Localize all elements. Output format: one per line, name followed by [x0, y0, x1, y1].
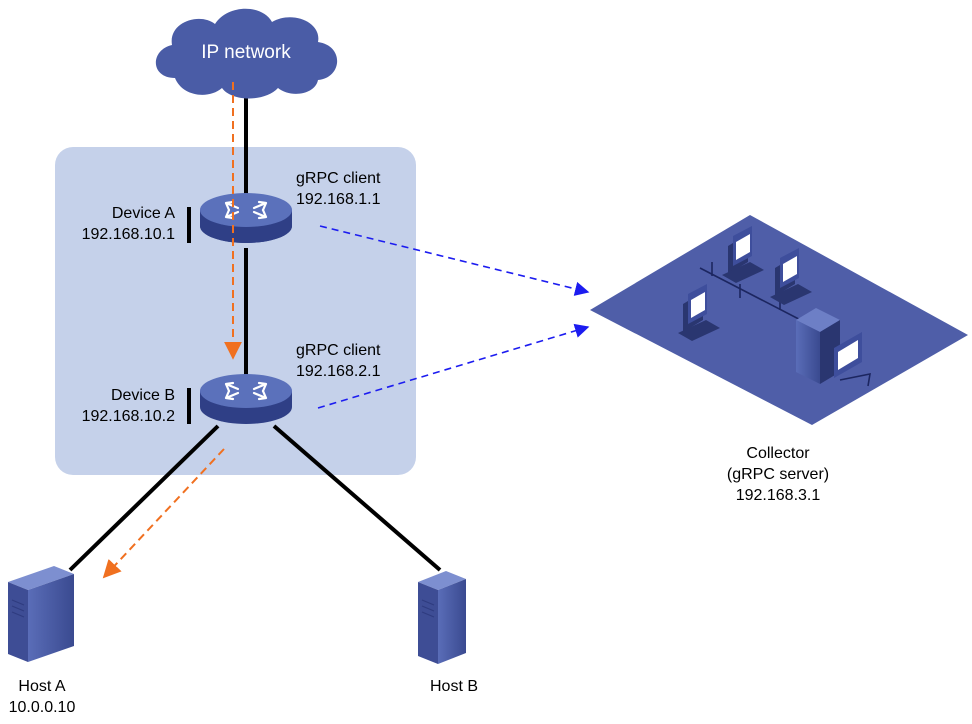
device-a-router-icon: [200, 193, 292, 243]
device-b-name: Device B: [111, 387, 175, 404]
blue-flow-device-a-to-collector: [319, 225, 590, 296]
host-b-server-icon: [418, 571, 466, 664]
device-b-router-icon: [200, 374, 292, 424]
host-b-name: Host B: [430, 678, 478, 695]
collector-label-line1: Collector: [746, 445, 810, 462]
host-a-server-icon: [8, 566, 74, 662]
link-device-b-host-b: [272, 424, 442, 572]
ip-network-cloud: IP network: [155, 8, 338, 99]
device-a-client-ip: 192.168.1.1: [296, 191, 381, 208]
link-device-b-host-a: [68, 424, 220, 572]
device-b-ip: 192.168.10.2: [82, 408, 176, 425]
host-a-name: Host A: [18, 678, 65, 695]
device-b-role: gRPC client: [296, 342, 381, 359]
device-b-client-ip: 192.168.2.1: [296, 363, 381, 380]
cloud-label: IP network: [201, 42, 291, 63]
device-region: [55, 147, 416, 475]
blue-flow-device-b-to-collector: [317, 323, 590, 409]
device-a-role: gRPC client: [296, 170, 381, 187]
device-a-name: Device A: [112, 205, 175, 222]
links: [68, 85, 442, 572]
collector-lan-icon: [590, 215, 968, 425]
collector-label-line3: 192.168.3.1: [736, 487, 821, 504]
orange-flow-device-b-to-host-a: [102, 448, 225, 579]
host-a-ip: 10.0.0.10: [9, 699, 76, 716]
device-a-ip: 192.168.10.1: [82, 226, 176, 243]
collector-label-line2: (gRPC server): [727, 466, 829, 483]
